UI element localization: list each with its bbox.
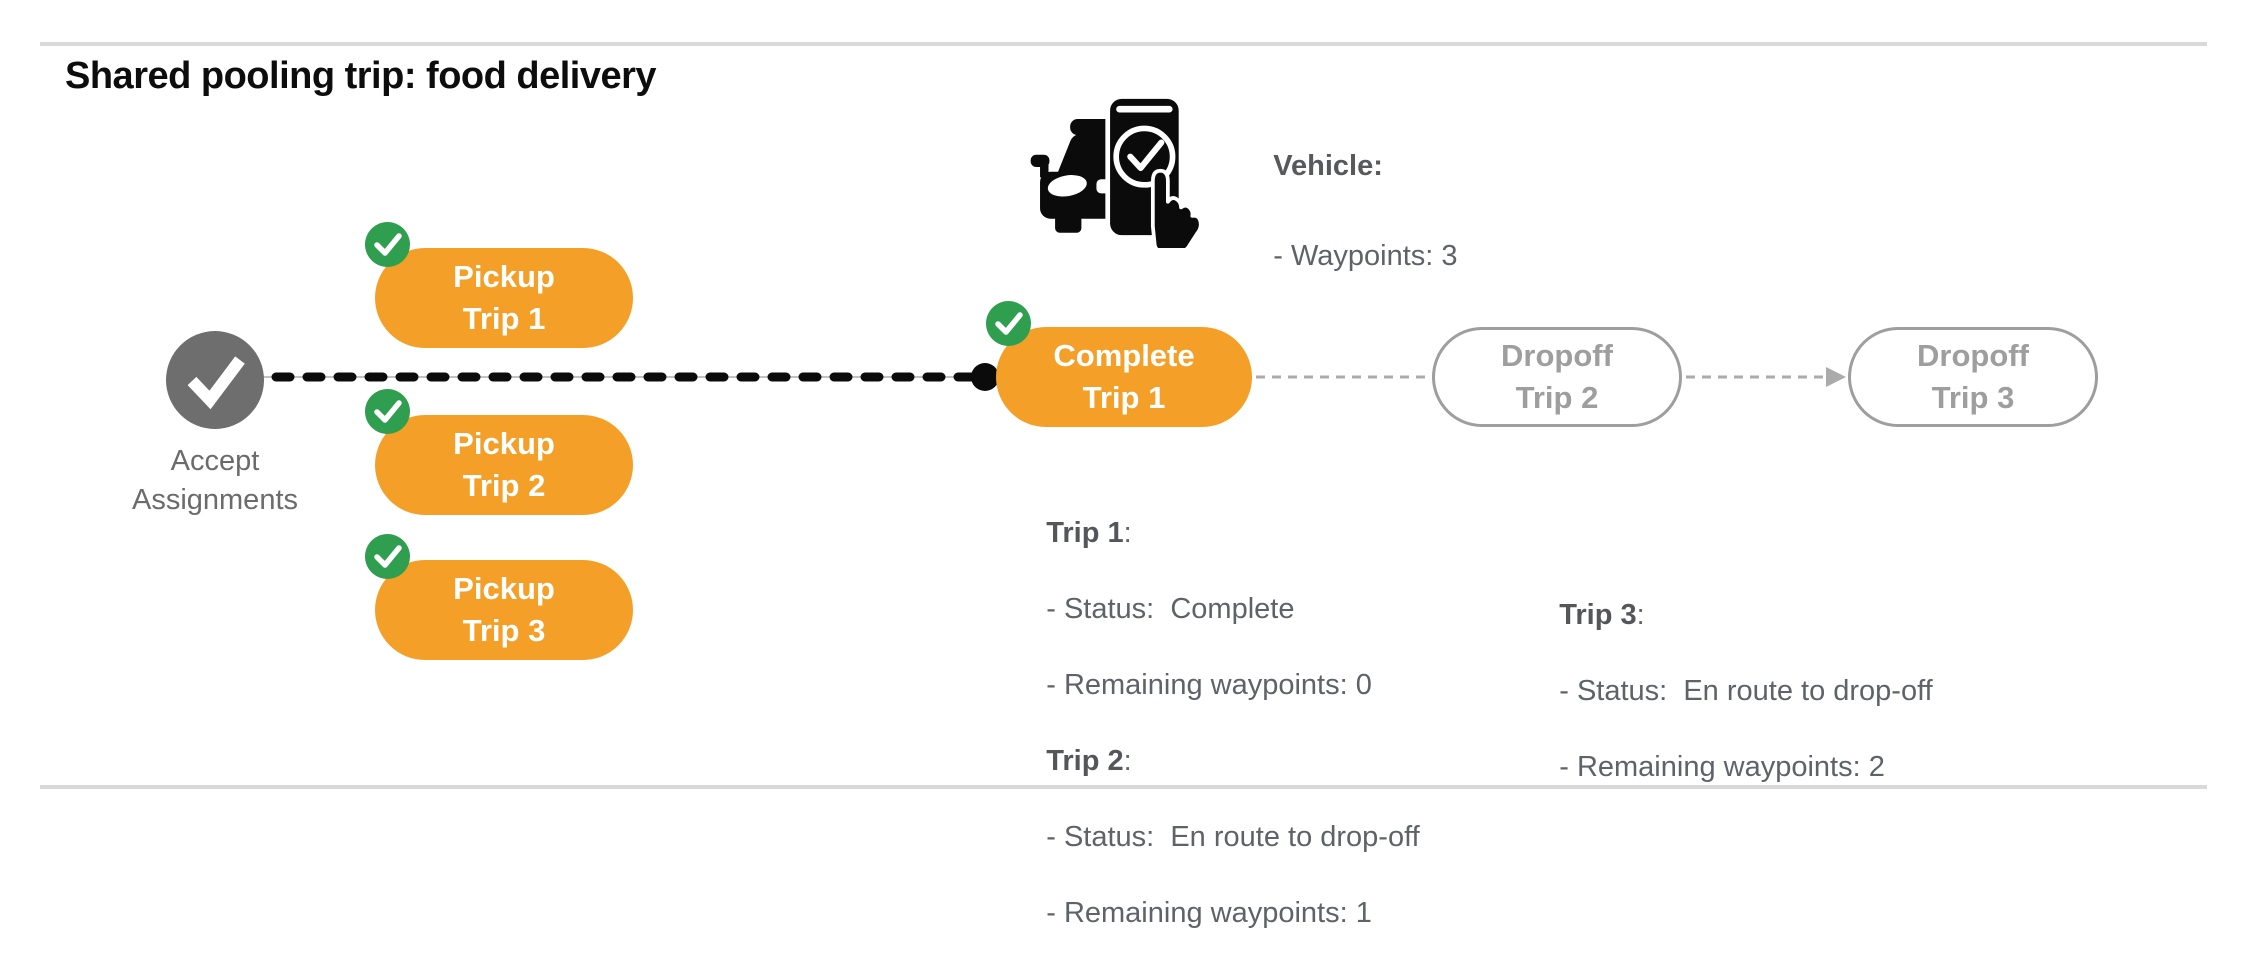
- slide-canvas: Shared pooling trip: food delivery Vehic…: [40, 42, 2207, 929]
- node-pickup-trip-1: Pickup Trip 1: [365, 222, 633, 348]
- trip3-status: - Status: En route to drop-off: [1559, 675, 1933, 707]
- check-badge-icon: [365, 534, 410, 579]
- node-pickup-trip-2: Pickup Trip 2: [365, 389, 633, 515]
- check-badge-icon: [986, 301, 1031, 346]
- node-dropoff-trip-3: Dropoff Trip 3: [1848, 327, 2098, 427]
- trip3-waypoints: - Remaining waypoints: 2: [1559, 751, 1885, 783]
- car-with-phone-check-icon: [1030, 94, 1203, 248]
- right-arrowhead: [1826, 367, 1846, 387]
- trip1-header: Trip 1: [1046, 517, 1124, 549]
- page-title: Shared pooling trip: food delivery: [65, 55, 657, 97]
- trip2-status: - Status: En route to drop-off: [1046, 821, 1420, 853]
- trip-status-block-1-2: Trip 1: - Status: Complete - Remaining w…: [1046, 517, 1420, 929]
- vehicle-info: Vehicle: - Waypoints: 3: [1241, 99, 1458, 324]
- accept-assignments-label: Accept Assignments: [131, 445, 298, 516]
- check-circle-icon: [166, 331, 264, 429]
- trip2-waypoints: - Remaining waypoints: 1: [1046, 897, 1372, 929]
- check-badge-icon: [365, 389, 410, 434]
- node-complete-trip-1: Complete Trip 1: [986, 301, 1252, 427]
- waypoint-dot: [971, 363, 999, 391]
- top-divider: [40, 42, 2207, 46]
- trip3-header: Trip 3: [1559, 599, 1637, 631]
- bottom-divider: [40, 785, 2207, 789]
- vehicle-label: Vehicle:: [1273, 150, 1383, 182]
- check-badge-icon: [365, 222, 410, 267]
- vehicle-waypoints: - Waypoints: 3: [1273, 240, 1458, 272]
- node-pickup-trip-3: Pickup Trip 3: [365, 534, 633, 660]
- trip2-header: Trip 2: [1046, 745, 1124, 777]
- trip-status-block-3: Trip 3: - Status: En route to drop-off -…: [1559, 599, 1933, 783]
- trip1-waypoints: - Remaining waypoints: 0: [1046, 669, 1372, 701]
- trip1-status: - Status: Complete: [1046, 593, 1295, 625]
- node-dropoff-trip-2: Dropoff Trip 2: [1432, 327, 1682, 427]
